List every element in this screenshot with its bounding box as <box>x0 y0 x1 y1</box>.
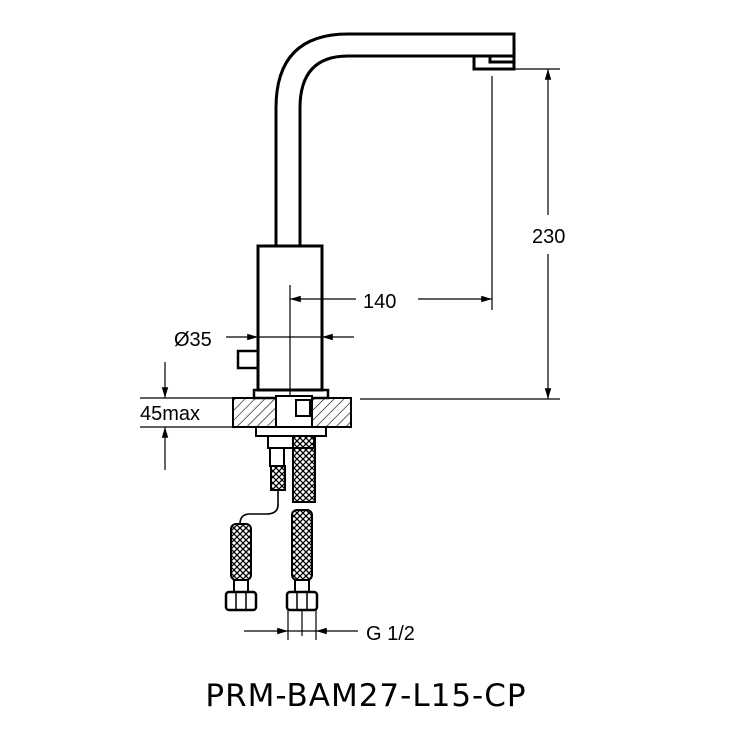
side-button <box>236 349 260 370</box>
hose-left <box>224 447 286 612</box>
deck-thickness-label: 45max <box>140 403 200 425</box>
dimension-reach: 140 <box>290 76 493 313</box>
diameter-label: Ø35 <box>174 329 212 351</box>
model-code: PRM-BAM27-L15-CP <box>205 678 526 714</box>
hose-right <box>285 435 319 636</box>
aerator <box>472 54 516 71</box>
reach-label: 140 <box>363 291 396 313</box>
thread-label: G 1/2 <box>366 623 415 645</box>
height-label: 230 <box>532 226 565 248</box>
spout <box>274 32 516 246</box>
dimension-height: 230 <box>360 68 565 400</box>
dimension-thread: G 1/2 <box>244 608 415 645</box>
dimension-diameter: Ø35 <box>174 329 354 351</box>
dimension-deck-thickness: 45max <box>140 362 236 470</box>
